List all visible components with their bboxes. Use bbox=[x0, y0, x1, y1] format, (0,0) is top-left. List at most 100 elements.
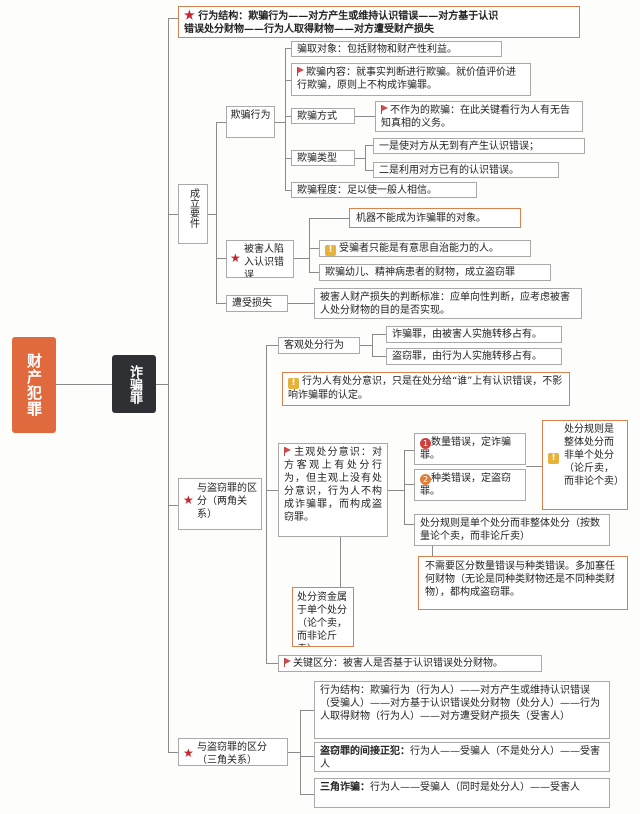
rule-single-box[interactable]: 处分规则是单个处分而非整体处分（按数量论个卖，而非论斤卖） bbox=[414, 514, 610, 546]
connector bbox=[300, 710, 314, 711]
root-node[interactable]: 财产犯罪 bbox=[12, 337, 56, 433]
victim-label: 被害人陷入认识错误 bbox=[244, 244, 284, 278]
connector bbox=[285, 48, 286, 191]
connector bbox=[168, 18, 178, 19]
children-box[interactable]: 欺骗幼儿、精神病患者的财物，成立盗窃罪 bbox=[319, 264, 551, 281]
no-distinguish-box[interactable]: 不需要区分数量错误与种类错误。多加塞任何财物（无论是同种类财物还是不同种类财物）… bbox=[418, 556, 628, 610]
fraud-box[interactable]: 诈骗罪，由被害人实施转移占有。 bbox=[386, 326, 562, 343]
capacity-text: 受骗者只能是有意思自治能力的人。 bbox=[339, 243, 499, 254]
connector bbox=[372, 334, 373, 356]
connector bbox=[404, 450, 405, 524]
triangle-title: 三角诈骗： bbox=[320, 782, 370, 793]
connector bbox=[285, 48, 291, 49]
loss-note-box[interactable]: 被害人财产损失的判断标准：应单向性判断，应考虑被害人处分财物的目的是否实现。 bbox=[314, 288, 582, 319]
capacity-box[interactable]: !受骗者只能是有意思自治能力的人。 bbox=[319, 240, 531, 257]
connector bbox=[360, 345, 372, 346]
machine-box[interactable]: 机器不能成为诈骗罪的对象。 bbox=[349, 208, 521, 228]
method-label: 欺骗方式 bbox=[297, 111, 337, 122]
unit-box[interactable]: 处分资金属于单个处分（论个卖，而非论斤卖）。 bbox=[292, 587, 354, 647]
connector bbox=[388, 490, 404, 491]
theft-text: 盗窃罪，由行为人实施转移占有。 bbox=[392, 351, 542, 362]
connector bbox=[168, 505, 178, 506]
theft-two-node[interactable]: ★ 与盗窃罪的区分（两角关系） bbox=[178, 478, 262, 530]
quantity-text: 数量错误，定诈骗罪。 bbox=[420, 437, 511, 461]
fraud-crime-node[interactable]: 诈骗罪 bbox=[112, 355, 156, 413]
star-icon: ★ bbox=[183, 493, 194, 507]
connector bbox=[285, 116, 291, 117]
connector bbox=[216, 122, 226, 123]
connector bbox=[404, 450, 414, 451]
connector bbox=[365, 170, 373, 171]
degree-text: 欺骗程度：足以使一般人相信。 bbox=[297, 185, 437, 196]
connector bbox=[168, 214, 178, 215]
connector bbox=[208, 214, 216, 215]
connector bbox=[285, 158, 291, 159]
connector bbox=[300, 756, 314, 757]
star-icon: ★ bbox=[230, 251, 241, 265]
method-node[interactable]: 欺骗方式 bbox=[291, 108, 355, 124]
connector bbox=[56, 384, 112, 385]
connector bbox=[294, 258, 309, 259]
connector bbox=[404, 484, 414, 485]
structure-line1: 行为结构：欺骗行为——对方产生或维持认识错误——对方基于认识 bbox=[198, 11, 499, 22]
constitution-label: 成立要件 bbox=[187, 188, 199, 228]
type-1-text: 一是使对方从无到有产生认识错误； bbox=[379, 141, 539, 152]
type-2-text: 二是利用对方已有的认识错误。 bbox=[379, 165, 519, 176]
object-text: 骗取对象：包括财物和财产性利益。 bbox=[297, 44, 457, 55]
subjective-node[interactable]: 主观处分意识：对方客观上有处分行为，但主观上没有处分意识，行为人不构成诈骗罪，而… bbox=[278, 443, 388, 537]
behavior-structure-box[interactable]: ★ 行为结构：欺骗行为——对方产生或维持认识错误——对方基于认识 错误处分财物—… bbox=[178, 6, 580, 38]
object-box[interactable]: 骗取对象：包括财物和财产性利益。 bbox=[291, 41, 502, 57]
connector bbox=[275, 122, 285, 123]
star-icon: ★ bbox=[183, 746, 194, 760]
connector bbox=[365, 145, 366, 170]
connector bbox=[266, 345, 278, 346]
subjective-text: 主观处分意识：对方客观上有处分行为，但主观上没有处分意识，行为人不构成诈骗罪，而… bbox=[284, 447, 382, 523]
number-1-icon: 1 bbox=[420, 438, 431, 449]
indirect-box[interactable]: 盗窃罪的间接正犯：行为人——受骗人（不是处分人）——受害人 bbox=[314, 742, 610, 772]
flag-icon bbox=[284, 658, 291, 667]
type-node[interactable]: 欺骗类型 bbox=[291, 150, 355, 166]
connector bbox=[156, 384, 168, 385]
connector bbox=[266, 490, 278, 491]
three-structure-box[interactable]: 行为结构：欺骗行为（行为人）——对方产生或维持认识错误（受骗人）——对方基于认识… bbox=[314, 681, 610, 739]
awareness-note-box[interactable]: !行为人有处分意识，只是在处分给“谁”上有认识错误，不影响诈骗罪的认定。 bbox=[282, 372, 570, 406]
deceive-label: 欺骗行为 bbox=[230, 110, 271, 121]
content-box[interactable]: 欺骗内容：就事实判断进行欺骗。就价值评价进行欺骗，原则上不构成诈骗罪。 bbox=[291, 63, 531, 96]
deceive-node[interactable]: 欺骗行为 bbox=[226, 106, 275, 138]
connector bbox=[168, 752, 178, 753]
theft-box[interactable]: 盗窃罪，由行为人实施转移占有。 bbox=[386, 348, 562, 365]
key-box[interactable]: 关键区分：被害人是否基于认识错误处分财物。 bbox=[278, 655, 542, 672]
theft-three-node[interactable]: ★ 与盗窃罪的区分（三角关系） bbox=[178, 738, 288, 766]
method-note-text: 不作为的欺骗：在此关键看行为人有无告知真相的义务。 bbox=[381, 105, 570, 129]
connector bbox=[365, 145, 373, 146]
method-note-box[interactable]: 不作为的欺骗：在此关键看行为人有无告知真相的义务。 bbox=[375, 101, 583, 132]
triangle-box[interactable]: 三角诈骗：行为人——受骗人（同时是处分人）——受害人 bbox=[314, 778, 610, 808]
rule-note-box[interactable]: !处分规则是整体处分而非单个处分（论斤卖，而非论个卖） bbox=[542, 420, 628, 510]
connector bbox=[300, 710, 301, 795]
connector bbox=[355, 158, 365, 159]
warning-icon: ! bbox=[288, 378, 299, 389]
constitution-node[interactable]: 成立要件 bbox=[178, 184, 208, 244]
objective-node[interactable]: 客观处分行为 bbox=[278, 337, 360, 354]
connector bbox=[526, 466, 542, 467]
victim-node[interactable]: ★ 被害人陷入认识错误 bbox=[226, 240, 294, 278]
number-2-icon: 2 bbox=[420, 474, 431, 485]
loss-node[interactable]: 遭受损失 bbox=[226, 295, 288, 312]
indirect-text: 行为人——受骗人（不是处分人）——受害人 bbox=[320, 746, 600, 770]
theft-three-label: 与盗窃罪的区分（三角关系） bbox=[197, 742, 267, 766]
degree-box[interactable]: 欺骗程度：足以使一般人相信。 bbox=[291, 182, 477, 198]
connector bbox=[285, 190, 291, 191]
type-1-box[interactable]: 一是使对方从无到有产生认识错误； bbox=[373, 138, 585, 154]
connector bbox=[266, 345, 267, 663]
machine-text: 机器不能成为诈骗罪的对象。 bbox=[356, 213, 486, 224]
type-2-box[interactable]: 二是利用对方已有的认识错误。 bbox=[373, 162, 559, 178]
unit-text: 处分资金属于单个处分（论个卖，而非论斤卖）。 bbox=[297, 592, 347, 646]
connector bbox=[372, 334, 386, 335]
rule-single-text: 处分规则是单个处分而非整体处分（按数量论个卖，而非论斤卖） bbox=[420, 518, 600, 542]
warning-icon: ! bbox=[325, 245, 336, 256]
connector bbox=[300, 794, 314, 795]
connector bbox=[168, 18, 169, 753]
connector bbox=[355, 116, 375, 117]
